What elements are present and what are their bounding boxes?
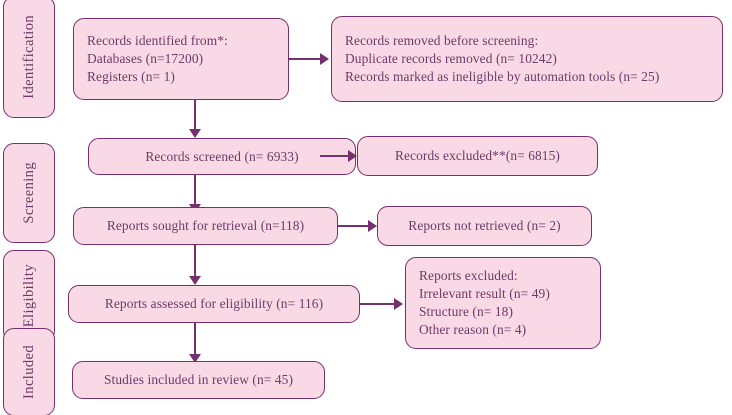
stage-label-identification: Identification [20, 15, 37, 99]
arrowhead-down-icon [189, 129, 201, 138]
arrow-assessed-to-reports-excluded [360, 297, 408, 311]
arrow-sought-to-assessed [188, 245, 202, 287]
records-removed-line-1: Records removed before screening: [345, 33, 539, 49]
stage-label-eligibility: Eligibility [20, 264, 37, 328]
reports-excluded-line-4: Other reason (n= 4) [419, 321, 527, 337]
records-screened-line-1: Records screened (n= 6933) [145, 148, 299, 164]
reports-excluded-line-3: Structure (n= 18) [419, 304, 514, 319]
records-removed-line-2: Duplicate records removed (n= 10242) [345, 51, 557, 67]
arrow-sought-to-not-retrieved [338, 219, 380, 233]
stage-screening: Screening [3, 143, 55, 243]
arrow-identified-to-removed [289, 52, 331, 66]
box-records-excluded: Records excluded**(n= 6815) [357, 136, 598, 176]
box-records-removed-before-screening: Records removed before screening: Duplic… [331, 16, 723, 102]
arrowhead-right-icon [394, 298, 403, 310]
box-reports-sought-for-retrieval: Reports sought for retrieval (n=118) [73, 207, 338, 245]
arrow-screened-to-excluded [348, 149, 400, 163]
box-records-identified: Records identified from*: Databases (n=1… [73, 18, 289, 100]
records-identified-line-2: Databases (n=17200) [87, 51, 204, 67]
stage-eligibility: Eligibility [3, 250, 55, 342]
records-identified-line-1: Records identified from*: [87, 33, 228, 49]
records-removed-line-3: Records marked as ineligible by automati… [345, 68, 660, 84]
stage-identification: Identification [3, 0, 55, 118]
arrow-identified-to-screened [188, 100, 202, 140]
studies-included-line-1: Studies included in review (n= 45) [103, 372, 294, 388]
reports-assessed-line-1: Reports assessed for eligibility (n= 116… [104, 296, 324, 312]
stage-label-included: Included [20, 345, 37, 399]
box-reports-assessed-for-eligibility: Reports assessed for eligibility (n= 116… [68, 285, 360, 323]
box-records-screened: Records screened (n= 6933) [88, 138, 356, 175]
arrowhead-down-icon [189, 354, 201, 363]
records-identified-line-3: Registers (n= 1) [87, 68, 175, 84]
reports-sought-line-1: Reports sought for retrieval (n=118) [106, 218, 305, 234]
box-reports-not-retrieved: Reports not retrieved (n= 2) [377, 206, 592, 246]
arrow-assessed-to-studies-included [188, 323, 202, 365]
stage-label-screening: Screening [20, 162, 37, 224]
arrowhead-down-icon [189, 276, 201, 285]
records-excluded-line-1: Records excluded**(n= 6815) [395, 148, 560, 164]
arrowhead-right-icon [368, 220, 377, 232]
box-reports-excluded: Reports excluded: Irrelevant result (n= … [405, 257, 601, 349]
reports-not-retrieved-line-1: Reports not retrieved (n= 2) [408, 218, 561, 234]
arrow-screened-to-excluded-stem [320, 149, 360, 163]
reports-excluded-line-2: Irrelevant result (n= 49) [419, 286, 550, 302]
stage-included: Included [3, 328, 55, 415]
arrowhead-right-icon [320, 53, 329, 65]
reports-excluded-line-1: Reports excluded: [419, 268, 518, 284]
box-studies-included-in-review: Studies included in review (n= 45) [72, 361, 325, 399]
